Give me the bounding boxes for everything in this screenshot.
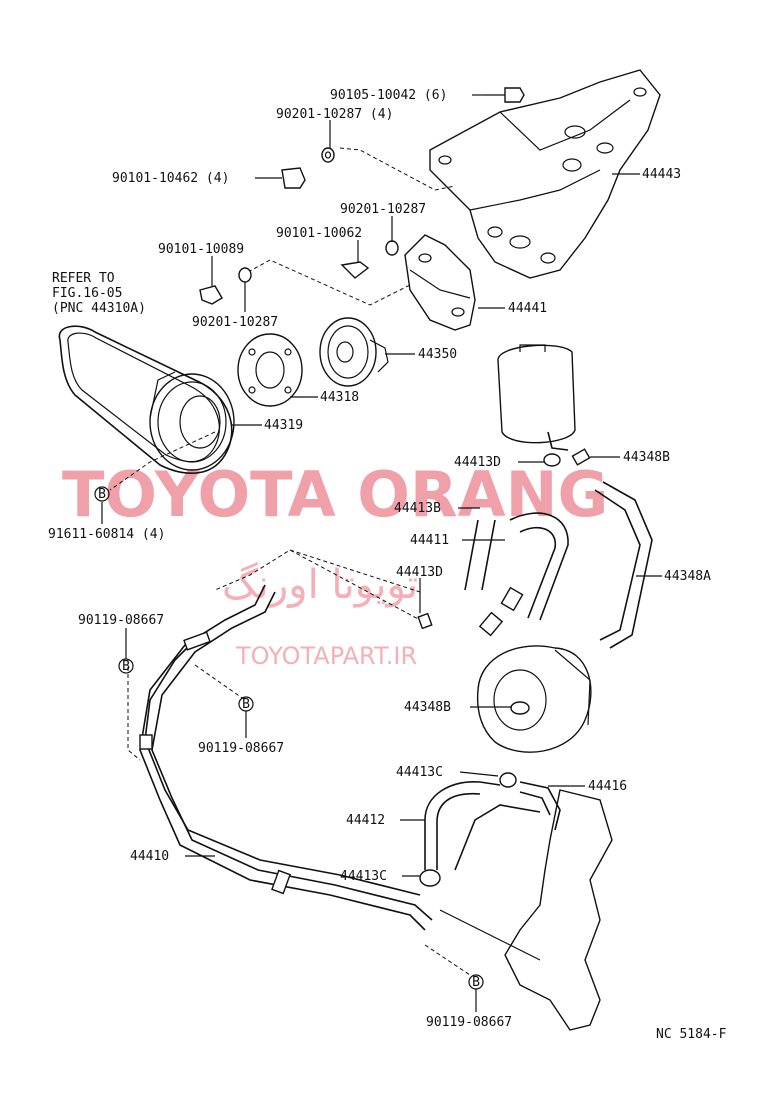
- refer-note-line1: REFER TO: [52, 271, 115, 286]
- label-90101-10089: 90101-10089: [158, 242, 244, 257]
- watermark-main: TOYOTA ORANG: [62, 458, 608, 531]
- pulley-44350: [319, 317, 389, 387]
- label-90201-10287-4: 90201-10287 (4): [276, 107, 393, 122]
- pressure-tube-44410: [139, 584, 541, 931]
- label-44413C-b: 44413C: [340, 869, 387, 884]
- watermark-site: TOYOTAPART.IR: [235, 642, 417, 670]
- callout-b-text: B: [472, 975, 480, 990]
- label-44318: 44318: [320, 390, 359, 405]
- label-90119-08667-a: 90119-08667: [78, 613, 164, 628]
- callout-b-2: B: [118, 658, 134, 674]
- drawing-code: NC 5184-F: [656, 1027, 727, 1042]
- callout-b-1: B: [94, 486, 110, 502]
- label-44411: 44411: [410, 533, 449, 548]
- label-91611-60814: 91611-60814 (4): [48, 527, 165, 542]
- label-44319: 44319: [264, 418, 303, 433]
- label-44348B-a: 44348B: [623, 450, 670, 465]
- label-44413B: 44413B: [394, 501, 441, 516]
- power-steering-pump: [476, 645, 592, 753]
- callout-b-4: B: [468, 974, 484, 990]
- bolts-and-washers: [199, 87, 591, 715]
- v-belt: [58, 325, 233, 474]
- callout-b-text: B: [122, 659, 130, 674]
- label-44350: 44350: [418, 347, 457, 362]
- hoses-lower: [419, 772, 561, 887]
- label-44441: 44441: [508, 301, 547, 316]
- label-90101-10062: 90101-10062: [276, 226, 362, 241]
- label-44348B-b: 44348B: [404, 700, 451, 715]
- watermark-farsi: تویوتا اورنگ: [222, 562, 418, 608]
- callout-b-text: B: [242, 697, 250, 712]
- label-90119-08667-c: 90119-08667: [426, 1015, 512, 1030]
- callout-b-text: B: [98, 487, 106, 502]
- label-44348A: 44348A: [664, 569, 711, 584]
- label-leaders: [101, 94, 662, 1012]
- label-90105-10042: 90105-10042 (6): [330, 88, 447, 103]
- label-44416: 44416: [588, 779, 627, 794]
- label-90201-10287-b: 90201-10287: [340, 202, 426, 217]
- pulley-plate-44318: [237, 333, 303, 407]
- label-44413D-b: 44413D: [396, 565, 443, 580]
- label-44413D-a: 44413D: [454, 455, 501, 470]
- steering-gear-housing: [439, 789, 613, 1031]
- hoses-upper: [464, 481, 653, 649]
- refer-note-line2: FIG.16-05: [52, 286, 122, 301]
- label-44410: 44410: [130, 849, 169, 864]
- bracket-44443: [429, 69, 661, 279]
- callout-b-3: B: [238, 696, 254, 712]
- label-90101-10462: 90101-10462 (4): [112, 171, 229, 186]
- pulley-44319: [149, 371, 235, 471]
- label-44413C-a: 44413C: [396, 765, 443, 780]
- label-44412: 44412: [346, 813, 385, 828]
- dashed-leaders: [109, 147, 471, 976]
- refer-note-line3: (PNC 44310A): [52, 301, 146, 316]
- label-90119-08667-b: 90119-08667: [198, 741, 284, 756]
- reservoir-tank: [497, 344, 576, 451]
- label-44443: 44443: [642, 167, 681, 182]
- bracket-44441: [404, 234, 476, 331]
- label-90201-10287-c: 90201-10287: [192, 315, 278, 330]
